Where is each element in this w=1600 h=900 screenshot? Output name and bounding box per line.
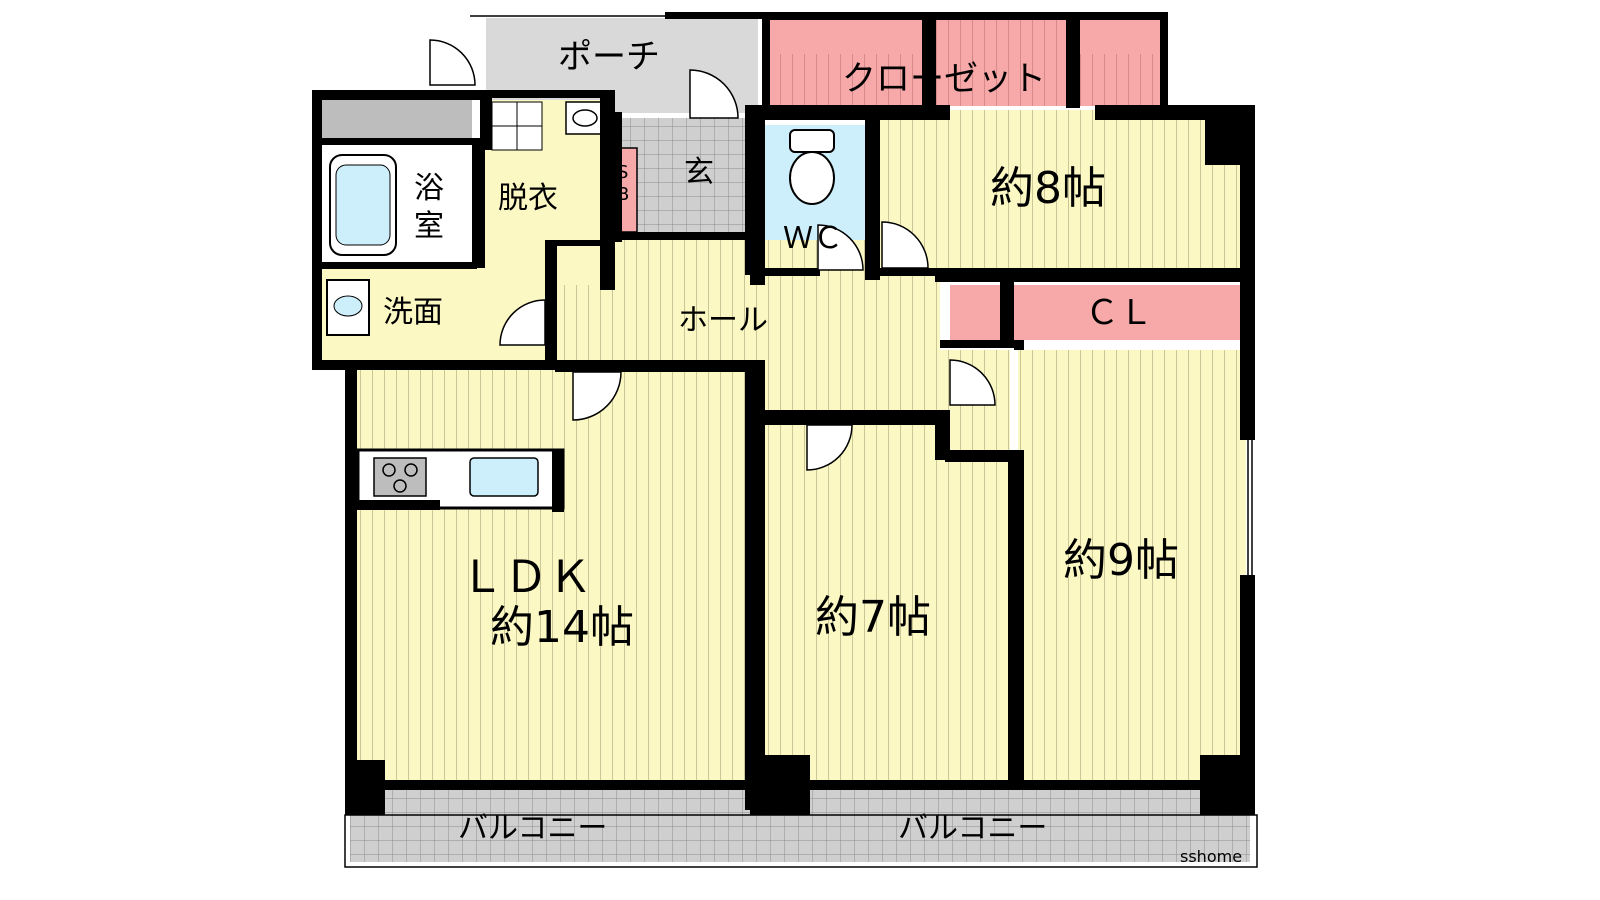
label-room8: 約8帖 <box>990 163 1106 214</box>
ldk-floor <box>355 370 747 782</box>
label-datsui: 脱衣 <box>498 181 558 216</box>
label-genkan: 玄 <box>684 155 714 190</box>
label-yoku-1: 浴 <box>414 171 444 206</box>
closet-top-solid-2 <box>1078 18 1162 54</box>
kitchen-sink <box>469 457 539 497</box>
kitchen-stove <box>373 457 427 497</box>
label-wc: ＷＣ <box>783 221 843 256</box>
room-labels: ポーチ クローゼット 約8帖 玄 S B 脱衣 浴 室 洗面 ＷＣ ホール ＣＬ… <box>383 37 1242 866</box>
label-closet-cl: ＣＬ <box>1085 293 1153 333</box>
bathtub-inner <box>335 164 391 246</box>
washbasin-bowl <box>333 295 363 317</box>
hall-floor-2 <box>765 360 940 410</box>
label-balcony-right: バルコニー <box>898 811 1047 846</box>
toilet-bowl <box>789 151 835 205</box>
toilet-tank <box>789 129 835 153</box>
windows <box>385 15 1253 785</box>
label-ldk-line2: 約14帖 <box>490 602 634 653</box>
label-closet-top: クローゼット <box>842 59 1046 99</box>
label-room7: 約7帖 <box>815 592 931 643</box>
closet-top-solid-1 <box>770 18 922 54</box>
storage-strip <box>322 100 472 138</box>
label-balcony-left: バルコニー <box>458 811 607 846</box>
label-porch: ポーチ <box>558 37 660 77</box>
label-senmen: 洗面 <box>383 295 443 330</box>
label-ldk-line1: ＬＤＫ <box>460 552 592 603</box>
fixtures <box>326 101 835 510</box>
label-hall: ホール <box>678 303 768 338</box>
label-sb-s: S <box>617 162 628 183</box>
room7-floor <box>765 425 1010 782</box>
credit-text: sshome <box>1180 847 1242 866</box>
label-yoku-2: 室 <box>414 209 444 244</box>
balcony-railing <box>344 814 1258 868</box>
label-sb-b: B <box>617 184 629 205</box>
label-room9: 約9帖 <box>1063 535 1179 586</box>
doors <box>429 39 996 471</box>
walls <box>312 12 1255 815</box>
room9-floor <box>1018 350 1246 782</box>
genkan-floor <box>618 118 753 236</box>
closet-cl-floor <box>950 285 1240 340</box>
hand-sink-bowl <box>572 109 598 127</box>
